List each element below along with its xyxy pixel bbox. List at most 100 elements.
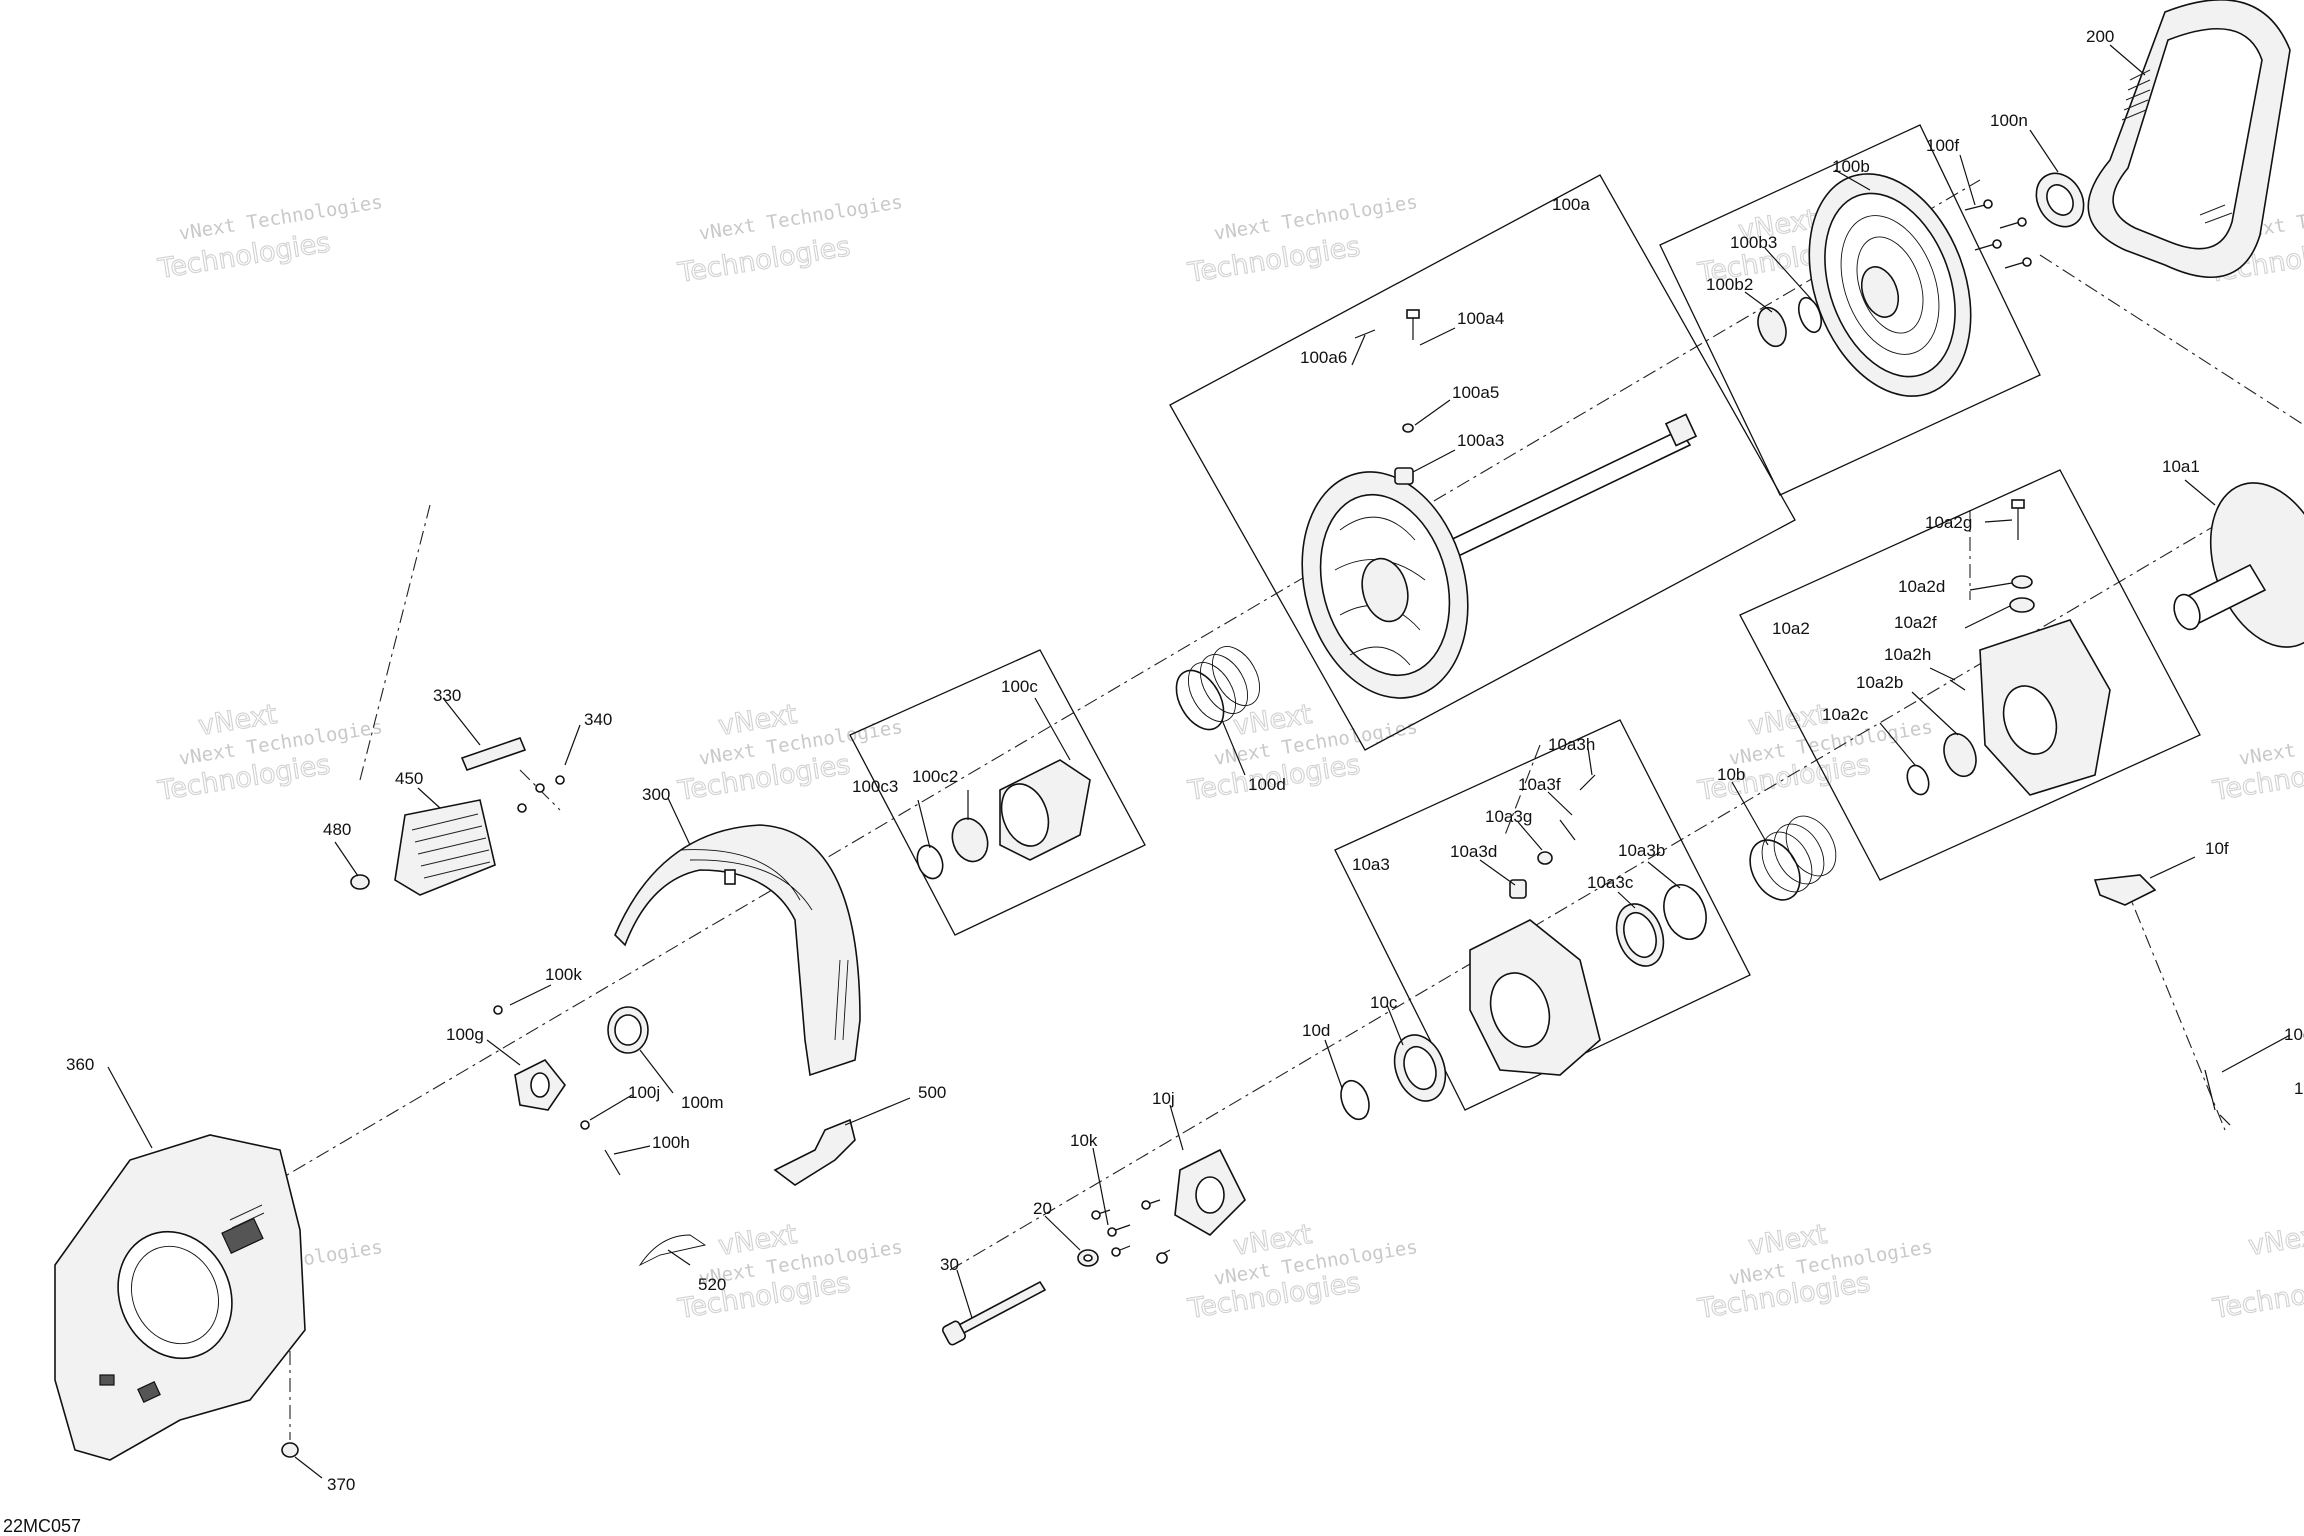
movable-10a3 (1469, 774, 1707, 1076)
callout-370: 370 (327, 1475, 355, 1494)
callout-10a2b: 10a2b (1856, 673, 1903, 692)
callout-100b: 100b (1832, 157, 1870, 176)
callout-10a3d: 10a3d (1450, 842, 1497, 861)
bearing-10c (1340, 1034, 1447, 1121)
callout-100a: 100a (1552, 195, 1590, 214)
callout-500: 500 (918, 1083, 946, 1102)
callout-100c3: 100c3 (852, 777, 898, 796)
callout-10a2g: 10a2g (1925, 513, 1972, 532)
hardware-10j-30 (941, 1148, 1246, 1346)
parts-100a3-a6 (1354, 309, 1420, 485)
callout-10a2h: 10a2h (1884, 645, 1931, 664)
callout-1: 1 (2294, 1079, 2303, 1098)
box-100b (1659, 124, 2041, 496)
axis-main (269, 179, 1981, 1186)
bearing-100n (2035, 172, 2085, 228)
box-100a (1169, 174, 1796, 751)
leader-lines (107, 44, 2291, 1479)
callout-10j: 10j (1152, 1089, 1175, 1108)
callout-10a3c: 10a3c (1587, 873, 1634, 892)
callout-450: 450 (395, 769, 423, 788)
watermark-text: vNext (2246, 1219, 2304, 1262)
watermark-text: Technologies (2210, 1267, 2304, 1325)
guard-300 (614, 824, 861, 1077)
callout-10a2d: 10a2d (1898, 577, 1945, 596)
callout-10a3b: 10a3b (1618, 841, 1665, 860)
callout-100j: 100j (628, 1083, 660, 1102)
callout-labels: 200 100n 100f 100b 100b3 100b2 100a 100a… (66, 27, 2304, 1494)
callout-10a1: 10a1 (2162, 457, 2200, 476)
callout-30: 30 (940, 1255, 959, 1274)
bracket-500-520 (638, 1118, 856, 1267)
watermark: vNext vNext Technologies Technologies (155, 698, 384, 807)
watermark: vNext Technologies Technologies (1185, 191, 1419, 290)
callout-10a3h: 10a3h (1548, 735, 1595, 754)
watermark: vNext vNext Technologies Technologies (1695, 698, 1934, 807)
screws-100f (1964, 199, 2032, 269)
callout-10a3g: 10a3g (1485, 807, 1532, 826)
sheave-100b (1808, 173, 1972, 397)
watermark: vNext Technologies Technologies (155, 191, 384, 286)
callout-10g: 10g (2284, 1025, 2304, 1044)
callout-100c2: 100c2 (912, 767, 958, 786)
drawing-code: 22MC057 (3, 1516, 81, 1536)
callout-100b3: 100b3 (1730, 233, 1777, 252)
cam-100c (916, 759, 1091, 880)
callout-10a3: 10a3 (1352, 855, 1390, 874)
callout-200: 200 (2086, 27, 2114, 46)
axis-10a3h (1504, 744, 1541, 836)
axis-10f (2124, 884, 2226, 1131)
watermark-text: vNext Technologies (697, 191, 904, 245)
callout-10f: 10f (2205, 839, 2229, 858)
spring-10b (1749, 815, 1837, 901)
callout-100m: 100m (681, 1093, 724, 1112)
drive-belt (2087, 0, 2291, 279)
watermark: vNext Technologies Technologies (675, 191, 904, 290)
callout-10d: 10d (1302, 1021, 1330, 1040)
watermark: vNext vNext Technologies Technologies (1185, 1218, 1419, 1325)
lever-10f (2093, 874, 2231, 1126)
watermark-text: Technologies (1185, 231, 1362, 289)
spider-10a2 (1906, 499, 2111, 796)
box-10a2 (1739, 469, 2201, 881)
sheave-10a1 (2173, 482, 2304, 648)
callout-100c: 100c (1001, 677, 1038, 696)
callout-340: 340 (584, 710, 612, 729)
callout-100d: 100d (1248, 775, 1286, 794)
watermark: vNext vNext Technologies Technologies (1695, 1218, 1934, 1325)
watermark-text: vNext Technologies (2237, 716, 2304, 770)
callout-480: 480 (323, 820, 351, 839)
callout-300: 300 (642, 785, 670, 804)
callout-100a6: 100a6 (1300, 348, 1347, 367)
axis-belt (2039, 254, 2304, 426)
callout-100g: 100g (446, 1025, 484, 1044)
axis-330 (359, 504, 431, 781)
callout-100a5: 100a5 (1452, 383, 1499, 402)
callout-10a2f: 10a2f (1894, 613, 1937, 632)
watermark: vNext Technologies Technologies (2210, 716, 2304, 808)
callout-10a3f: 10a3f (1518, 775, 1561, 794)
box-10a3 (1334, 719, 1751, 1111)
assembly-axes (269, 179, 2304, 1440)
callout-10k: 10k (1070, 1131, 1098, 1150)
callout-100h: 100h (652, 1133, 690, 1152)
callout-100a3: 100a3 (1457, 431, 1504, 450)
rings-100b (1757, 296, 1823, 348)
callout-10b: 10b (1717, 765, 1745, 784)
callout-10c: 10c (1370, 993, 1398, 1012)
callout-20: 20 (1033, 1199, 1052, 1218)
spring-100d (1175, 646, 1261, 731)
sheave-100a (1301, 471, 1469, 699)
callout-10a2: 10a2 (1772, 619, 1810, 638)
axis-drive (949, 504, 2251, 1271)
hardware-100g-100m (493, 1005, 649, 1176)
callout-100n: 100n (1990, 111, 2028, 130)
watermark: vNext vNext Technologies Technologies (675, 1218, 904, 1325)
bracket-330-480 (350, 736, 565, 896)
callout-100a4: 100a4 (1457, 309, 1504, 328)
housing-360 (54, 1134, 306, 1461)
watermark: vNext Technologies (2210, 1218, 2304, 1325)
callout-10a2c: 10a2c (1822, 705, 1869, 724)
callout-100f: 100f (1926, 136, 1959, 155)
